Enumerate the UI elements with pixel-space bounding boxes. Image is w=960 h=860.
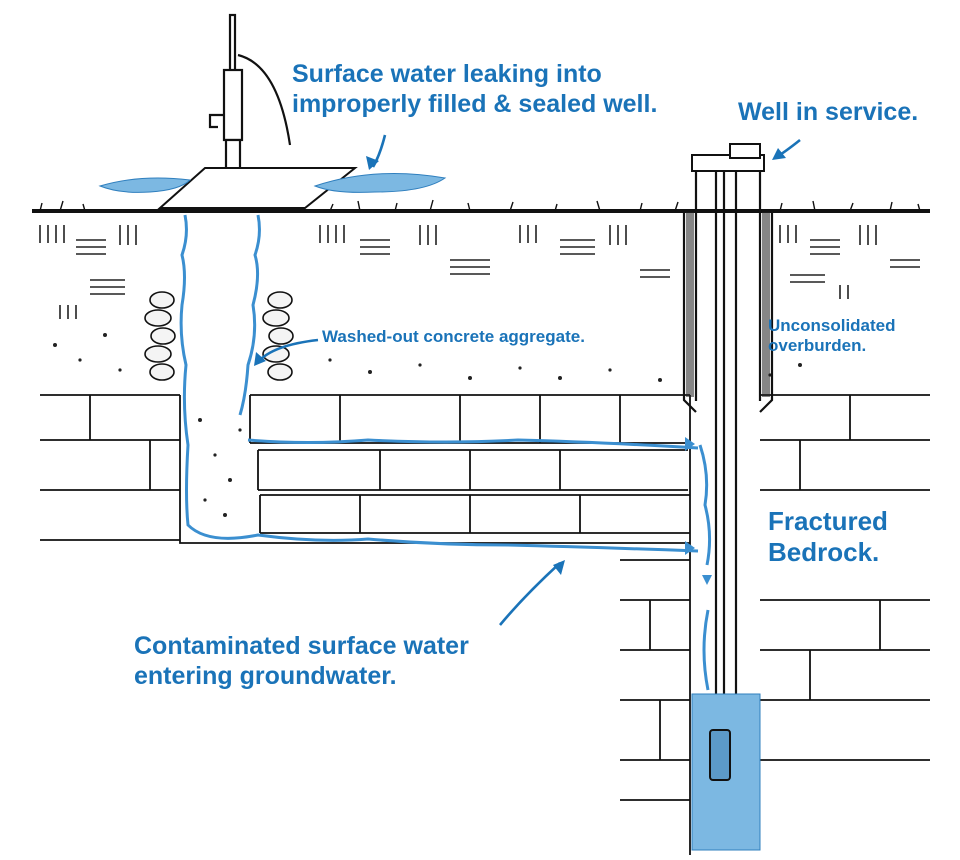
well-casing: [682, 171, 774, 846]
unconsolidated-line2: overburden.: [768, 336, 867, 356]
fractured-line2: Bedrock.: [768, 536, 880, 567]
grout-fill: [686, 212, 770, 397]
unconsolidated-line1: Unconsolidated: [768, 316, 896, 335]
contamination-flow: [179, 214, 712, 691]
flow-arrowheads: [685, 437, 712, 585]
submersible-pump-icon: [709, 729, 731, 781]
bedrock-blocks: [40, 394, 930, 855]
grass-tufts: [39, 199, 921, 212]
soil-hatching: [39, 225, 920, 319]
label-arrows: [257, 134, 801, 626]
well-in-service-label: Well in service.: [738, 98, 919, 126]
washed-out-label: Washed-out concrete aggregate.: [322, 327, 585, 346]
surface-leak-line1: Surface water leaking into: [292, 60, 602, 88]
surface-leak-line2: improperly filled & sealed well.: [292, 89, 658, 118]
aggregate-speckles: [53, 333, 802, 517]
well-platform: [157, 167, 358, 209]
hand-pump-icon: [208, 13, 292, 190]
fractured-line1: Fractured: [768, 506, 888, 536]
surface-puddles: [98, 173, 447, 193]
well-cap-icon: [691, 143, 765, 172]
contaminated-line2: entering groundwater.: [134, 661, 397, 690]
label-arrowheads: [254, 148, 786, 575]
old-well-stones: [144, 291, 294, 381]
contaminated-line1: Contaminated surface water: [134, 632, 469, 660]
